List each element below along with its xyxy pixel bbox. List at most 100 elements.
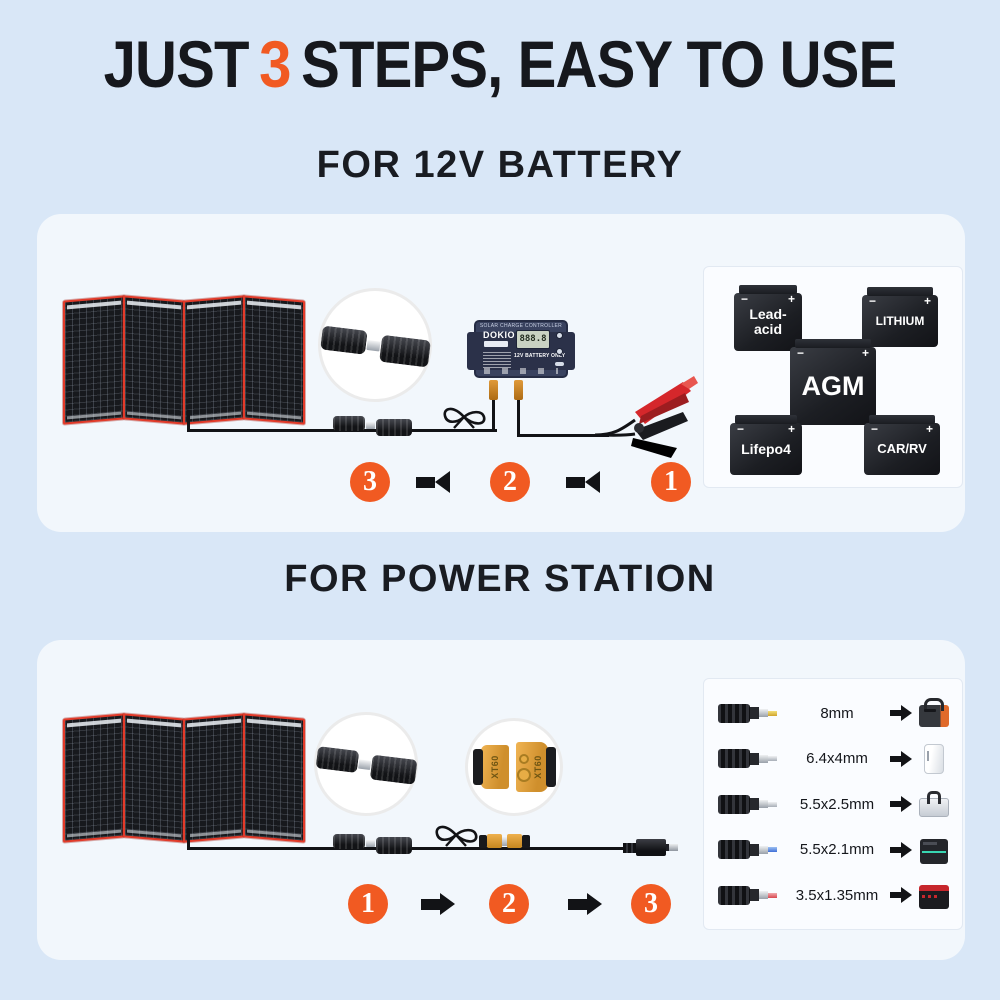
arrow-shaft	[890, 710, 901, 716]
title-suffix: STEPS, EASY TO USE	[301, 27, 897, 101]
arrow-shaft	[568, 898, 587, 910]
controller-button	[556, 348, 563, 355]
sae-plug	[319, 324, 368, 354]
arrow-right-icon	[890, 887, 912, 903]
arrow-shaft	[890, 846, 901, 853]
arrow-right-icon	[890, 841, 912, 858]
dc-adapter-icon	[718, 885, 784, 905]
battery-plus-terminal: +	[925, 422, 933, 436]
battery-type-label: Lead-acid	[749, 306, 787, 337]
adapter-pin	[768, 710, 777, 716]
battery-agm: − + AGM	[790, 339, 876, 425]
arrow-head	[435, 471, 450, 493]
power-section-heading: FOR POWER STATION	[284, 558, 716, 600]
adapter-barrel	[718, 749, 750, 768]
connector-zoom-circle	[314, 712, 418, 816]
arrow-head	[901, 887, 912, 903]
xt60-plug: XT60	[472, 745, 509, 789]
battery-minus-terminal: −	[871, 422, 879, 436]
dc-plug-icon	[623, 839, 678, 856]
battery-type-label: LITHIUM	[875, 313, 925, 328]
arrow-head	[585, 471, 600, 493]
xt60-connector-pair-magnified: XT60 XT60	[472, 742, 556, 792]
battery-lithium: − + LITHIUM	[862, 287, 938, 347]
xt60-label: XT60	[532, 755, 543, 779]
title-step-count: 3	[259, 27, 291, 101]
arrow-shaft	[566, 476, 585, 488]
clamp-wire	[517, 434, 609, 437]
adapter-sleeve	[759, 754, 768, 763]
solar-leaf	[183, 713, 245, 843]
step-badge-1: 1	[348, 884, 388, 924]
sae-terminal	[357, 758, 371, 770]
adapter-row: 3.5x1.35mm	[718, 874, 950, 916]
adapter-neck	[750, 843, 759, 856]
arrow-head	[587, 893, 602, 915]
power-station-diagram-panel: XT60 XT60 8mm 6.4x4mm 5.5x2.5mm	[37, 640, 965, 960]
sae-plug	[333, 416, 365, 431]
battery-minus-terminal: −	[869, 294, 877, 308]
step-badge-1: 1	[651, 462, 691, 502]
sae-socket	[376, 419, 412, 436]
battery-minus-terminal: −	[737, 422, 745, 436]
device-body	[920, 838, 948, 864]
controller-spec-text	[483, 350, 511, 368]
cable-tie-icon	[443, 407, 486, 429]
arrow-right-icon	[890, 796, 912, 812]
arrow-right-icon	[890, 750, 912, 767]
battery-output-wire	[517, 400, 520, 437]
adapter-row: 6.4x4mm	[718, 738, 950, 780]
xt60-terminal	[502, 836, 507, 846]
adapter-pin	[768, 801, 777, 807]
adapter-sleeve	[759, 709, 768, 717]
title-prefix: JUST	[103, 27, 250, 101]
dc-plug-body	[636, 839, 666, 856]
solar-leaf	[243, 713, 305, 843]
arrow-left-icon	[416, 471, 450, 493]
adapter-sleeve	[759, 800, 768, 808]
solar-leaf	[183, 295, 245, 425]
solar-panel-icon	[63, 290, 305, 430]
battery-lead-acid: − + Lead-acid	[734, 285, 802, 351]
xt60-connector-pair	[479, 834, 530, 848]
adapter-size-label: 3.5x1.35mm	[795, 886, 879, 904]
sae-socket	[369, 754, 418, 785]
battery-type-label: CAR/RV	[877, 441, 927, 457]
adapter-size-label: 5.5x2.5mm	[799, 795, 875, 813]
adapter-sizes-box: 8mm 6.4x4mm 5.5x2.5mm 5.5x2.1mm 3.5x1.35…	[703, 678, 963, 930]
adapter-size-label: 8mm	[820, 704, 854, 722]
connector-zoom-circle	[318, 288, 432, 402]
sae-terminal	[365, 339, 381, 351]
solar-leaf	[63, 295, 125, 425]
adapter-pin	[768, 847, 777, 852]
battery-minus-terminal: −	[741, 292, 749, 306]
controller-terminal-strip	[484, 368, 558, 374]
adapter-sleeve	[759, 891, 768, 899]
arrow-head	[901, 705, 912, 721]
sae-socket	[376, 837, 412, 854]
battery-plus-terminal: +	[923, 294, 931, 308]
adapter-sleeve	[759, 845, 768, 854]
sae-connector-pair-magnified	[319, 324, 431, 368]
pv-cable-connector	[489, 380, 498, 400]
arrow-shaft	[890, 755, 901, 762]
adapter-size-label: 5.5x2.1mm	[799, 841, 875, 858]
controller-model-sticker	[484, 341, 508, 347]
adapter-neck	[750, 752, 759, 765]
solar-leaf	[123, 295, 185, 425]
arrow-shaft	[890, 892, 901, 898]
arrow-shaft	[416, 476, 435, 488]
battery-diagram-panel: SOLAR CHARGE CONTROLLER DOKIO 888.8 12V …	[37, 214, 965, 532]
adapter-row: 8mm	[718, 692, 950, 734]
arrow-shaft	[421, 898, 440, 910]
battery-type-label: Lifepo4	[741, 440, 791, 457]
controller-note: 12V BATTERY ONLY	[514, 353, 566, 359]
step-badge-2: 2	[489, 884, 529, 924]
cable-tie-icon	[435, 825, 478, 847]
battery-car-rv: − + CAR/RV	[864, 415, 940, 475]
adapter-neck	[750, 798, 759, 810]
device-body	[919, 791, 949, 817]
controller-brand: DOKIO	[483, 330, 516, 340]
sae-connector-pair	[333, 834, 412, 854]
